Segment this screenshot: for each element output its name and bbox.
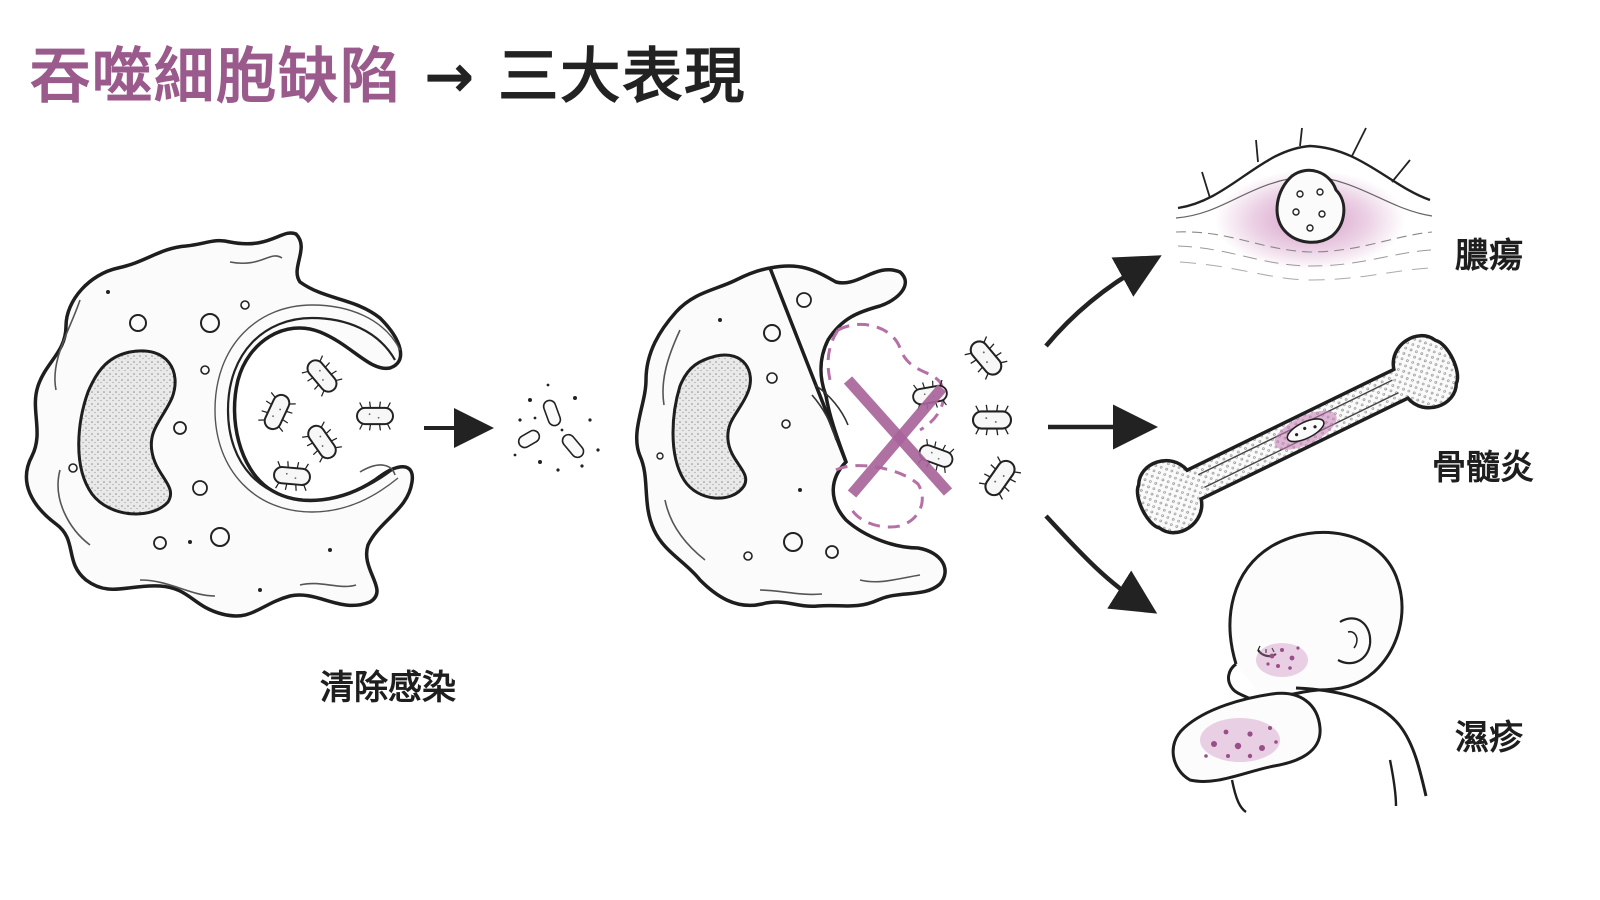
baby-illustration [1171, 531, 1428, 813]
label-eczema: 濕疹 [1455, 718, 1523, 758]
defective-phagocyte [635, 264, 1025, 608]
abscess-illustration [1175, 127, 1433, 281]
arrow-to-abscess [1044, 255, 1162, 348]
title-accent: 吞噬細胞缺陷 [30, 42, 402, 112]
title-arrow: → [424, 42, 477, 112]
label-abscess: 膿瘍 [1455, 236, 1523, 276]
branch-arrows [1044, 255, 1162, 614]
digested-debris [513, 383, 600, 472]
title-rest: 三大表現 [498, 42, 747, 112]
page-title: 吞噬細胞缺陷 → 三大表現 [30, 28, 746, 115]
arrow-to-eczema [1044, 514, 1158, 614]
normal-phagocyte [24, 231, 415, 618]
label-osteomyelitis: 骨髓炎 [1432, 448, 1534, 488]
bone-illustration [1135, 334, 1460, 535]
label-clear-infection: 清除感染 [320, 668, 456, 708]
